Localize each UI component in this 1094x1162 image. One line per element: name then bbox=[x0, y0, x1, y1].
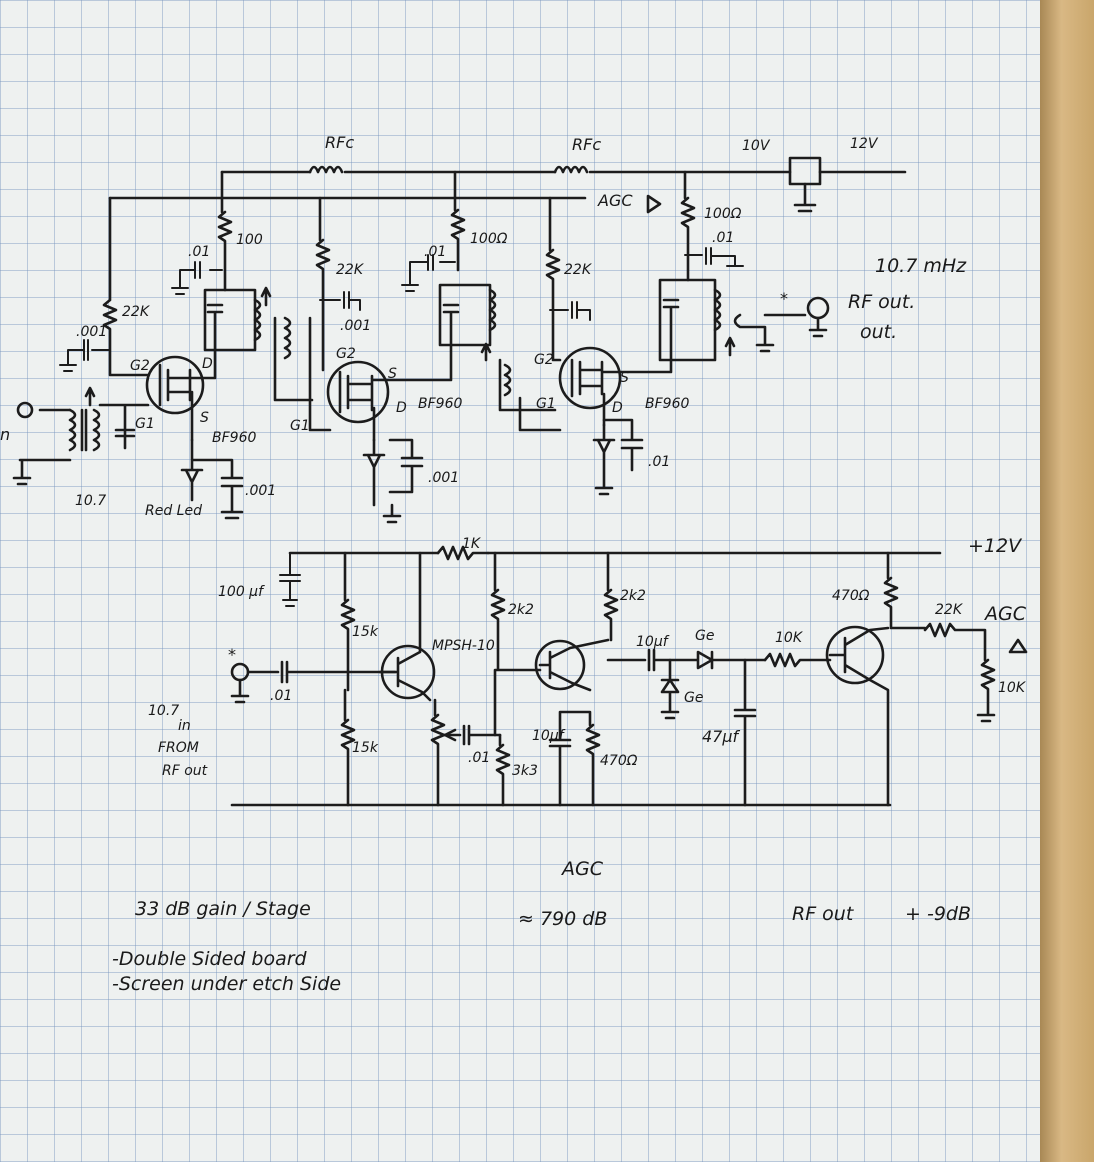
agc-range-note: ≈ 790 dB bbox=[518, 908, 607, 930]
q1-part: MPSH-10 bbox=[432, 638, 495, 654]
regulator-box bbox=[788, 156, 822, 186]
svg-text:2k2: 2k2 bbox=[508, 602, 534, 618]
svg-text:10K: 10K bbox=[998, 680, 1027, 696]
svg-text:15k: 15k bbox=[352, 740, 379, 756]
rfc-label-1: RFc bbox=[325, 133, 354, 152]
rf-out-note: RF out bbox=[792, 903, 855, 925]
svg-text:15k: 15k bbox=[352, 624, 379, 640]
svg-text:22K: 22K bbox=[935, 602, 964, 618]
graph-paper-sheet bbox=[0, 0, 1040, 1162]
agc-schematic bbox=[230, 545, 1028, 807]
svg-text:22K: 22K bbox=[564, 262, 593, 278]
frequency-label: 10.7 mHz bbox=[875, 255, 967, 277]
svg-text:47µf: 47µf bbox=[702, 727, 741, 746]
rfc-coil-2 bbox=[553, 165, 589, 174]
rf-out-connector bbox=[806, 296, 830, 320]
fet-stage-2 bbox=[326, 360, 390, 424]
svg-text:S: S bbox=[200, 410, 209, 426]
note-screen: -Screen under etch Side bbox=[112, 973, 341, 995]
transistor-q3 bbox=[825, 625, 885, 685]
agc-output-label: AGC bbox=[983, 603, 1027, 625]
svg-text:in: in bbox=[178, 718, 191, 734]
svg-text:22K: 22K bbox=[336, 262, 365, 278]
agc-supply-label: +12V bbox=[968, 535, 1023, 557]
svg-text:3k3: 3k3 bbox=[512, 763, 538, 779]
svg-text:D: D bbox=[202, 356, 213, 372]
svg-text:10K: 10K bbox=[775, 630, 804, 646]
svg-text:.01: .01 bbox=[424, 244, 446, 260]
svg-text:out.: out. bbox=[860, 321, 897, 343]
notebook-edge bbox=[1040, 0, 1094, 1162]
svg-text:.001: .001 bbox=[428, 470, 459, 486]
label-10v: 10V bbox=[742, 138, 771, 154]
svg-text:Red Led: Red Led bbox=[145, 503, 202, 519]
labels: RFc RFc 10V 12V AGC 100 .01 22K .001 G2 … bbox=[0, 133, 1027, 995]
svg-text:G1: G1 bbox=[536, 396, 556, 412]
svg-text:G2: G2 bbox=[130, 358, 150, 374]
transistor-q2 bbox=[534, 639, 586, 691]
svg-text:1K: 1K bbox=[462, 536, 482, 552]
svg-text:10.7: 10.7 bbox=[148, 703, 179, 719]
svg-text:100 µf: 100 µf bbox=[218, 584, 265, 600]
svg-text:.01: .01 bbox=[270, 688, 292, 704]
fet-3-part: BF960 bbox=[645, 396, 689, 412]
svg-text:2k2: 2k2 bbox=[620, 588, 646, 604]
svg-text:22K: 22K bbox=[122, 304, 151, 320]
svg-text:.001: .001 bbox=[76, 324, 107, 340]
svg-text:S: S bbox=[620, 370, 629, 386]
svg-text:G2: G2 bbox=[336, 346, 356, 362]
rfc-coil-1 bbox=[308, 165, 344, 174]
svg-text:Ge: Ge bbox=[684, 690, 703, 706]
label-12v: 12V bbox=[850, 136, 879, 152]
svg-text:.001: .001 bbox=[245, 483, 276, 499]
agc-input-connector bbox=[230, 662, 250, 682]
svg-text:.001: .001 bbox=[340, 318, 371, 334]
tank-stage-2 bbox=[438, 283, 492, 347]
tank-stage-3 bbox=[658, 278, 717, 362]
svg-text:10µf: 10µf bbox=[636, 634, 670, 650]
regulator-ground bbox=[793, 182, 817, 213]
svg-text:RF out: RF out bbox=[162, 763, 208, 779]
svg-text:D: D bbox=[396, 400, 407, 416]
svg-text:*: * bbox=[780, 289, 788, 308]
agc-title: AGC bbox=[560, 858, 604, 880]
input-connector bbox=[16, 401, 34, 419]
fet-stage-3 bbox=[558, 346, 622, 410]
svg-text:.01: .01 bbox=[468, 750, 490, 766]
svg-text:G1: G1 bbox=[290, 418, 310, 434]
svg-text:10µf: 10µf bbox=[532, 728, 566, 744]
svg-text:D: D bbox=[612, 400, 623, 416]
svg-text:100Ω: 100Ω bbox=[704, 206, 742, 222]
svg-text:Ge: Ge bbox=[695, 628, 714, 644]
agc-input-label: AGC bbox=[597, 191, 633, 210]
agc-arrow bbox=[646, 194, 662, 214]
svg-text:n: n bbox=[0, 425, 10, 444]
rfc-label-2: RFc bbox=[572, 135, 601, 154]
rf-amplifier-schematic bbox=[12, 156, 907, 524]
rf-out-value: + -9dB bbox=[905, 903, 971, 925]
rf-out-label: RF out. bbox=[848, 291, 915, 313]
svg-text:100Ω: 100Ω bbox=[470, 231, 508, 247]
svg-text:470Ω: 470Ω bbox=[600, 753, 638, 769]
fet-1-part: BF960 bbox=[212, 430, 256, 446]
svg-text:470Ω: 470Ω bbox=[832, 588, 870, 604]
svg-text:.01: .01 bbox=[712, 230, 734, 246]
svg-text:G2: G2 bbox=[534, 352, 554, 368]
tank-stage-1 bbox=[203, 288, 257, 352]
fet-stage-1 bbox=[145, 355, 205, 415]
note-double-sided: -Double Sided board bbox=[112, 948, 308, 970]
svg-text:S: S bbox=[388, 366, 397, 382]
fet-2-part: BF960 bbox=[418, 396, 462, 412]
svg-text:*: * bbox=[228, 645, 236, 664]
svg-text:FROM: FROM bbox=[158, 740, 199, 756]
gain-note: 33 dB gain / Stage bbox=[135, 898, 311, 920]
svg-text:.01: .01 bbox=[648, 454, 670, 470]
svg-text:.01: .01 bbox=[188, 244, 210, 260]
svg-text:10.7: 10.7 bbox=[75, 493, 106, 509]
svg-text:G1: G1 bbox=[135, 416, 155, 432]
svg-text:100: 100 bbox=[236, 232, 263, 248]
